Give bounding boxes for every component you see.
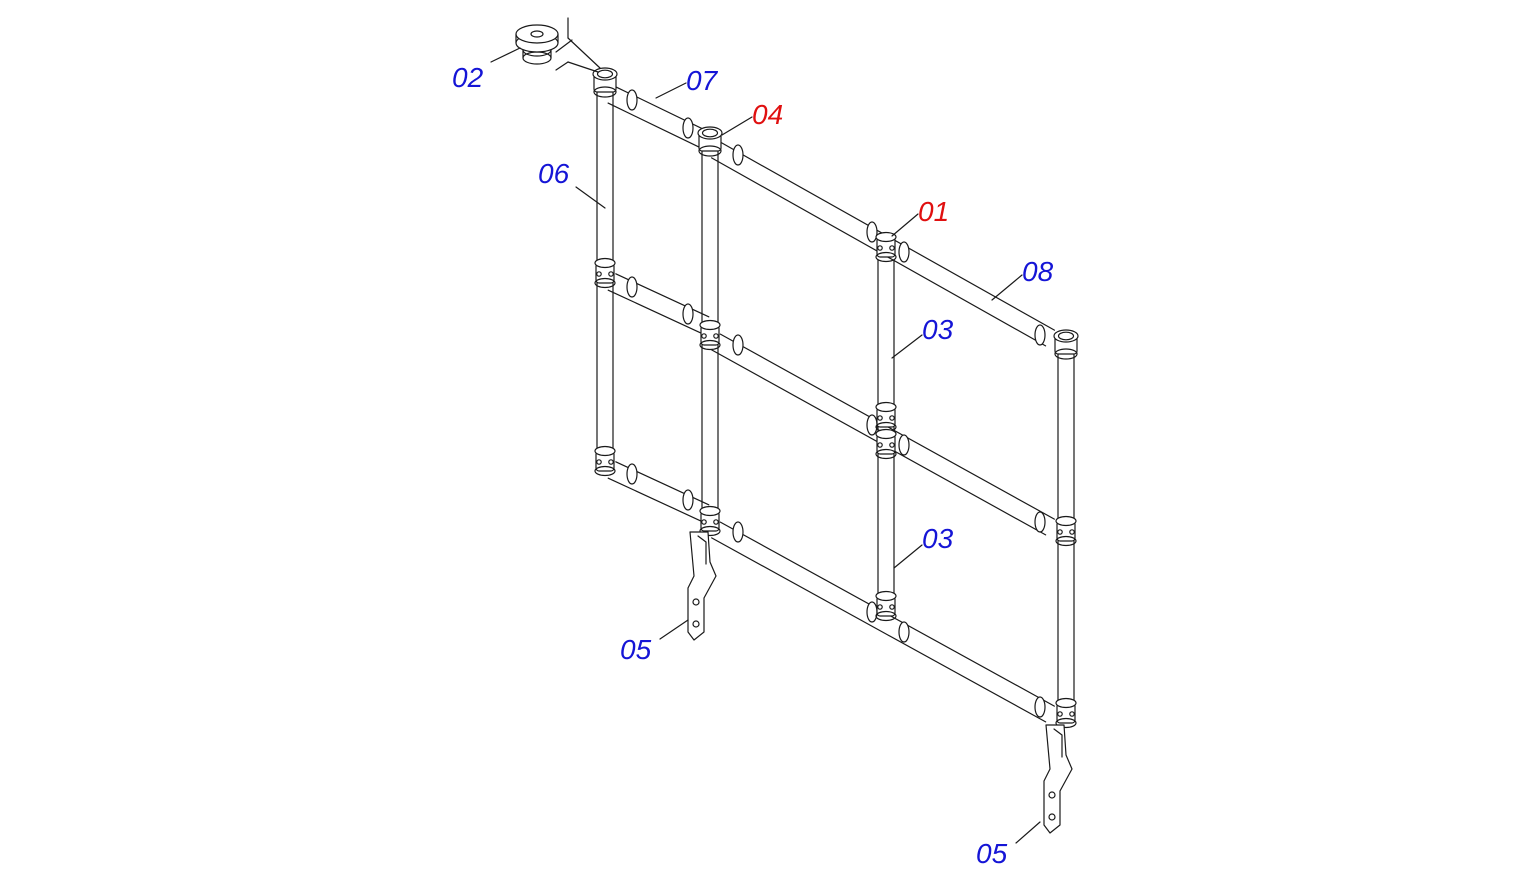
- fitting-mid-left-outer: [594, 257, 616, 289]
- rail-collar-4: [682, 303, 694, 325]
- callout-03-lower: 03: [922, 523, 954, 554]
- callout-02: 02: [452, 62, 484, 93]
- rail-collar-6: [626, 463, 638, 485]
- rail-collar-16: [898, 621, 910, 643]
- rail-collar-13: [898, 434, 910, 456]
- base-plate-right: [1043, 724, 1073, 834]
- leader-06: [575, 186, 606, 209]
- fitting-top-04: [697, 126, 723, 157]
- leader-03-lower: [893, 544, 923, 569]
- leader-03-upper: [891, 334, 923, 359]
- fitting-mid-right: [1055, 515, 1077, 547]
- fitting-01: [875, 231, 897, 263]
- fitting-mid-middle-lower: [875, 428, 897, 460]
- callout-05-right: 05: [976, 838, 1008, 869]
- callout-06: 06: [538, 158, 570, 189]
- rail-collar-2: [732, 144, 744, 166]
- fitting-mid-middle-upper: [875, 401, 897, 433]
- rail-collar-5: [732, 334, 744, 356]
- end-plug-02: [515, 24, 559, 65]
- bracket-diagonal-a: [567, 37, 601, 69]
- rail-collar-10: [898, 241, 910, 263]
- rail-middle-back: [607, 273, 710, 334]
- base-plate-left: [687, 531, 717, 641]
- leader-02: [490, 47, 521, 63]
- rail-collar-9: [866, 221, 878, 243]
- fitting-bottom-middle: [875, 590, 897, 622]
- rail-collar-8: [732, 521, 744, 543]
- leader-05-left: [659, 619, 689, 640]
- leader-05-right: [1015, 821, 1041, 844]
- fitting-top-left-outer: [592, 67, 618, 98]
- fitting-top-right: [1053, 329, 1079, 360]
- fitting-bottom-left-outer: [594, 445, 616, 477]
- callout-01: 01: [918, 196, 950, 227]
- callout-03-upper: 03: [922, 314, 954, 345]
- leader-01: [891, 213, 919, 237]
- callout-04: 04: [752, 99, 784, 130]
- rail-collar-1: [682, 117, 694, 139]
- bracket-a: [555, 39, 573, 53]
- bracket-diagonal-b: [567, 61, 599, 73]
- fitting-mid-left-inner: [699, 319, 721, 351]
- bracket-b: [555, 61, 569, 71]
- fitting-bottom-right: [1055, 697, 1077, 729]
- callout-07: 07: [686, 65, 718, 96]
- rail-collar-15: [866, 601, 878, 623]
- leader-08: [991, 274, 1023, 301]
- rail-collar-17: [1034, 696, 1046, 718]
- rail-collar-11: [1034, 324, 1046, 346]
- rail-collar-12: [866, 414, 878, 436]
- rail-collar-0: [626, 89, 638, 111]
- rail-bottom: [711, 521, 1055, 723]
- rail-bottom-back: [607, 461, 710, 522]
- leader-07: [655, 82, 687, 99]
- callout-05-left: 05: [620, 634, 652, 665]
- rail-collar-14: [1034, 511, 1046, 533]
- rail-collar-3: [626, 276, 638, 298]
- rail-collar-7: [682, 489, 694, 511]
- fitting-bottom-left-inner: [699, 505, 721, 537]
- rail-top-back: [607, 86, 710, 149]
- callout-08: 08: [1022, 256, 1054, 287]
- leader-04: [721, 116, 753, 136]
